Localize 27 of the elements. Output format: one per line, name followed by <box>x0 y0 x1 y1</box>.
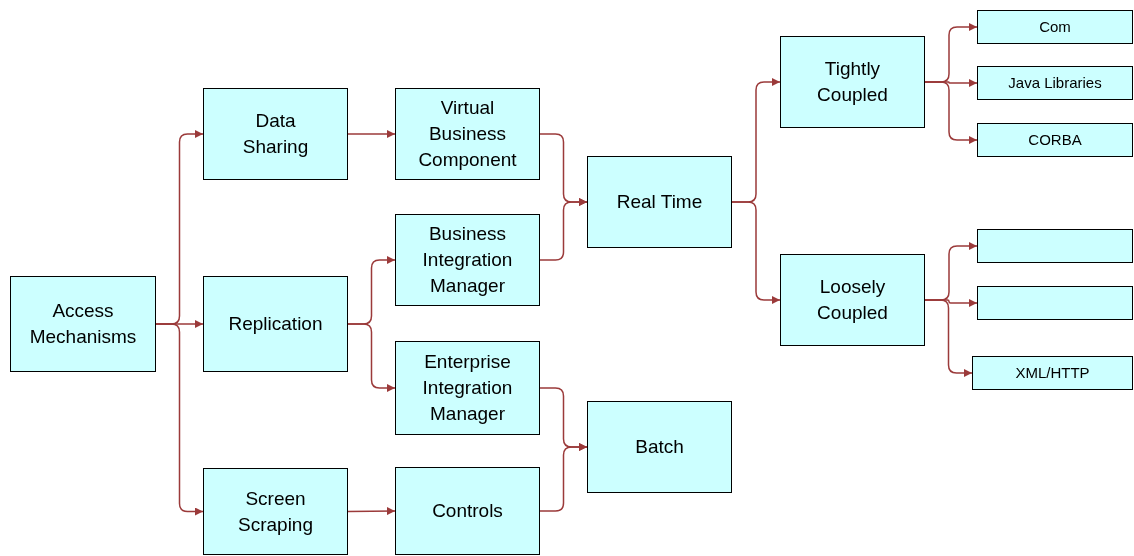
arrow <box>347 130 396 138</box>
process-box: Com <box>977 10 1133 44</box>
process-box: Virtual Business Component <box>395 88 540 180</box>
process-box: XML/HTTP <box>972 356 1133 390</box>
process-box: CORBA <box>977 123 1133 157</box>
process-box: Screen Scraping <box>203 468 348 555</box>
process-box: Tightly Coupled <box>780 36 925 128</box>
arrow <box>731 201 781 304</box>
process-box: Replication <box>203 276 348 372</box>
arrow <box>347 323 396 392</box>
empty-box <box>977 229 1133 263</box>
process-box: Enterprise Integration Manager <box>395 341 540 435</box>
process-box: Controls <box>395 467 540 555</box>
process-box: Java Libraries <box>977 66 1133 100</box>
process-box: Data Sharing <box>203 88 348 180</box>
arrow <box>347 507 396 516</box>
arrow <box>924 81 978 144</box>
process-box: Batch <box>587 401 732 493</box>
process-box: Loosely Coupled <box>780 254 925 346</box>
arrow <box>539 443 588 512</box>
arrow <box>539 198 588 261</box>
process-box: Business Integration Manager <box>395 214 540 306</box>
arrow <box>924 299 973 377</box>
empty-box <box>977 286 1133 320</box>
arrow <box>155 323 204 516</box>
process-box: Real Time <box>587 156 732 248</box>
process-box: Access Mechanisms <box>10 276 156 372</box>
